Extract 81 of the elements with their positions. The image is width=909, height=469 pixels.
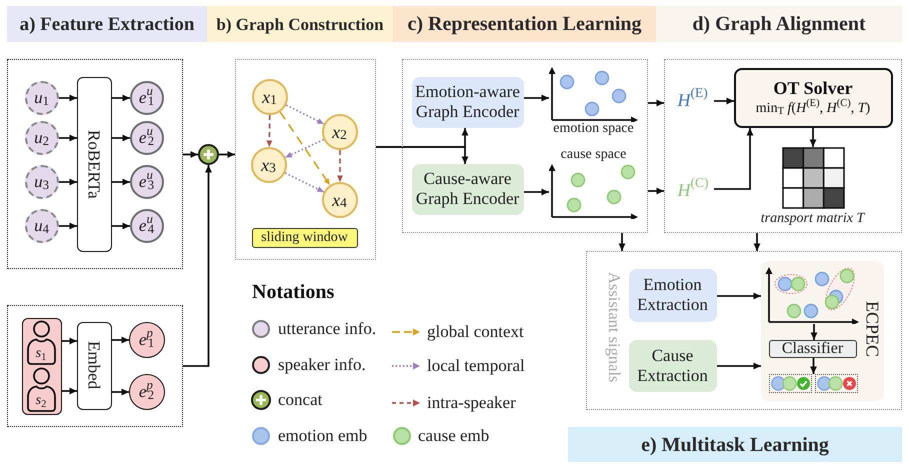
result-box: [814, 374, 858, 392]
solver-title: OT Solver: [773, 76, 853, 98]
arrow: [59, 134, 77, 142]
legend-title: Notations: [252, 281, 334, 303]
arrow: [810, 358, 817, 374]
arrow: [112, 178, 130, 186]
section-header-band: d) Graph Alignment: [656, 6, 902, 42]
arrow: [810, 324, 818, 340]
arrow: [648, 100, 664, 106]
dotted-panel: [664, 59, 902, 233]
arrow: [112, 134, 130, 142]
arrow: [112, 388, 129, 396]
vertical-label: ECPEC: [864, 300, 882, 357]
plot-caption: emotion space: [552, 120, 635, 136]
arrow: [59, 94, 77, 102]
arrow: [717, 362, 761, 370]
legend-text: emotion emb: [278, 426, 368, 446]
legend-text: intra-speaker: [427, 393, 516, 413]
arrow: [717, 292, 761, 300]
legend-text: local temporal: [427, 356, 525, 376]
section-header-band: a) Feature Extraction: [7, 6, 207, 42]
arrow: [112, 336, 129, 344]
dotted-panel: [402, 59, 648, 233]
arrow: [60, 338, 77, 344]
section-header-band: e) Multitask Learning: [568, 427, 902, 462]
plus-circle-icon: [198, 144, 219, 165]
scatter-plot: [764, 266, 860, 324]
plot-caption: transport matrix T: [760, 210, 866, 226]
section-header-band: b) Graph Construction: [207, 6, 393, 42]
dotted-panel: [7, 59, 183, 269]
arrow: [183, 151, 198, 158]
scatter-plot: [548, 66, 638, 122]
legend-text: global context: [427, 322, 524, 342]
legend-text: speaker info.: [278, 355, 366, 375]
window-tag: sliding window: [252, 228, 358, 248]
rounded-panel: [760, 260, 884, 400]
dotted-panel: [586, 251, 902, 410]
legend-text: concat: [278, 390, 322, 410]
arrow: [810, 128, 816, 147]
encoder-box: RoBERTa: [76, 76, 112, 252]
dotted-panel: [7, 305, 183, 427]
dotted-panel: [235, 59, 376, 260]
arrow: [183, 165, 212, 367]
transport-matrix-grid: [782, 146, 844, 208]
arrow: [59, 222, 77, 230]
speaker-group-box: [22, 318, 62, 414]
arrow: [112, 94, 130, 102]
task-box: Cause Extraction: [628, 340, 716, 392]
side-label: Assistant signals: [605, 272, 623, 382]
math-label: H$^{(E)}$: [678, 88, 714, 110]
speaker-label: s$_{1}$: [34, 346, 48, 362]
legend-text: cause emb: [418, 426, 490, 446]
arrow: [524, 188, 549, 196]
arrow: [618, 233, 626, 251]
arrow: [524, 94, 549, 102]
dashed-arrow: [337, 150, 343, 182]
speaker-label: s$_{2}$: [34, 393, 48, 409]
arrow: [59, 178, 77, 186]
arrow: [60, 388, 77, 394]
result-box: [768, 374, 812, 392]
formula: min$_{T}$ f(H$^{(E)}$, H$^{(C)}$, T): [756, 98, 870, 118]
dashed-arrow: [266, 114, 272, 148]
legend-text: utterance info.: [278, 319, 376, 339]
dashed-arrow: [279, 111, 331, 186]
classifier-box: Classifier: [768, 340, 856, 358]
arrow: [714, 128, 754, 190]
encoder-box: Cause-aware Graph Encoder: [412, 164, 524, 214]
section-header-band: c) Representation Learning: [393, 6, 656, 42]
arrow: [219, 151, 235, 158]
math-label: H$^{(C)}$: [678, 178, 714, 200]
scatter-plot: [548, 162, 638, 218]
encoder-box: Emotion-aware Graph Encoder: [412, 76, 524, 128]
arrow: [376, 146, 468, 164]
arrow: [112, 222, 130, 230]
embed-box: Embed: [76, 322, 112, 410]
arrow: [714, 98, 734, 104]
solver-box: [734, 68, 892, 128]
plot-caption: cause space: [560, 146, 628, 162]
arrow: [648, 188, 664, 194]
arrow: [754, 233, 760, 251]
task-box: Emotion Extraction: [628, 268, 716, 322]
